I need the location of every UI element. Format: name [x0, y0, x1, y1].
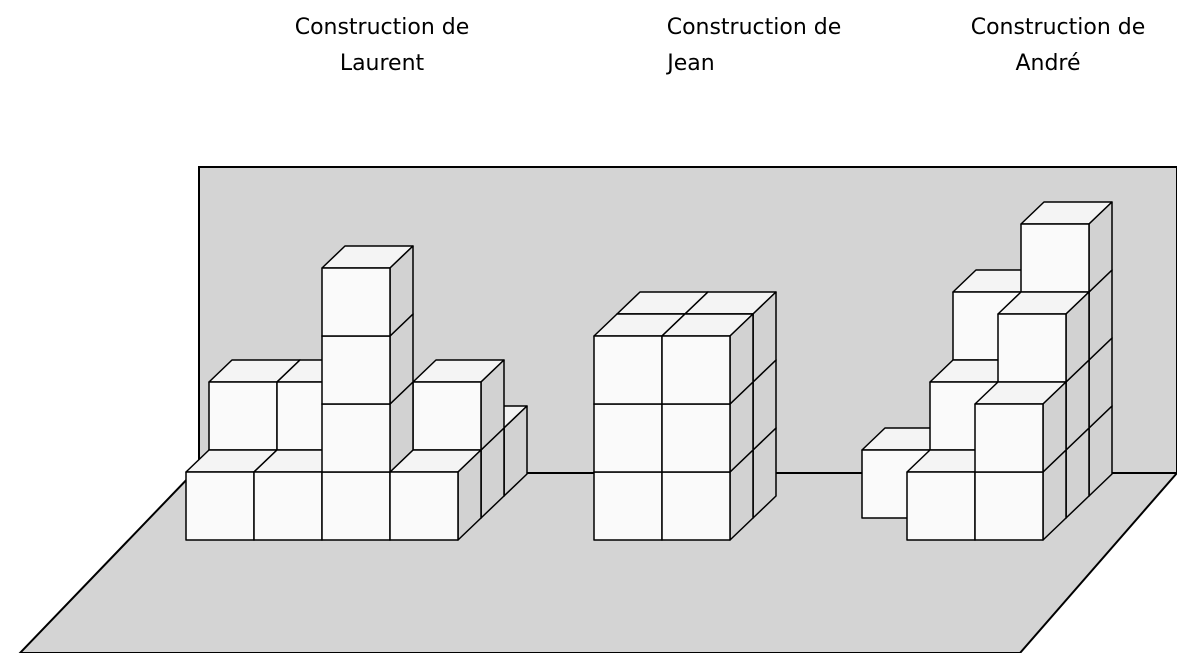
cube [974, 381, 1067, 473]
cube [997, 291, 1090, 383]
cube-front-face [661, 403, 731, 473]
cube-front-face [208, 381, 278, 451]
cube-front-face [1020, 223, 1090, 293]
cube-front-face [661, 335, 731, 405]
caption-laurent-line1: Construction de [294, 15, 470, 40]
cube-front-face [974, 403, 1044, 473]
caption-jean: Construction de Jean [624, 10, 884, 82]
cube-front-face [997, 313, 1067, 383]
cube-front-face [321, 335, 391, 405]
cube-front-face [906, 471, 976, 541]
cube-front-face [253, 471, 323, 541]
cube-front-face [321, 471, 391, 541]
cube-front-face [321, 403, 391, 473]
caption-laurent: Construction de Laurent [252, 10, 512, 82]
cube-front-face [321, 267, 391, 337]
cube [1020, 201, 1113, 293]
caption-laurent-line2: Laurent [339, 51, 425, 76]
cube [661, 313, 754, 405]
cube [412, 359, 505, 451]
cube-front-face [593, 335, 663, 405]
caption-jean-line1: Construction de [666, 15, 842, 40]
caption-jean-line2: Jean [667, 51, 715, 76]
cube-front-face [974, 471, 1044, 541]
cube-front-face [389, 471, 459, 541]
cube [389, 449, 482, 541]
cube-front-face [412, 381, 482, 451]
caption-andre: Construction de André [935, 10, 1177, 82]
cube-group [185, 201, 1113, 541]
cube-front-face [185, 471, 255, 541]
caption-andre-line2: André [1015, 51, 1081, 76]
cube-front-face [593, 471, 663, 541]
caption-andre-line1: Construction de [970, 15, 1146, 40]
cube [321, 245, 414, 337]
cube-front-face [593, 403, 663, 473]
cube-front-face [661, 471, 731, 541]
